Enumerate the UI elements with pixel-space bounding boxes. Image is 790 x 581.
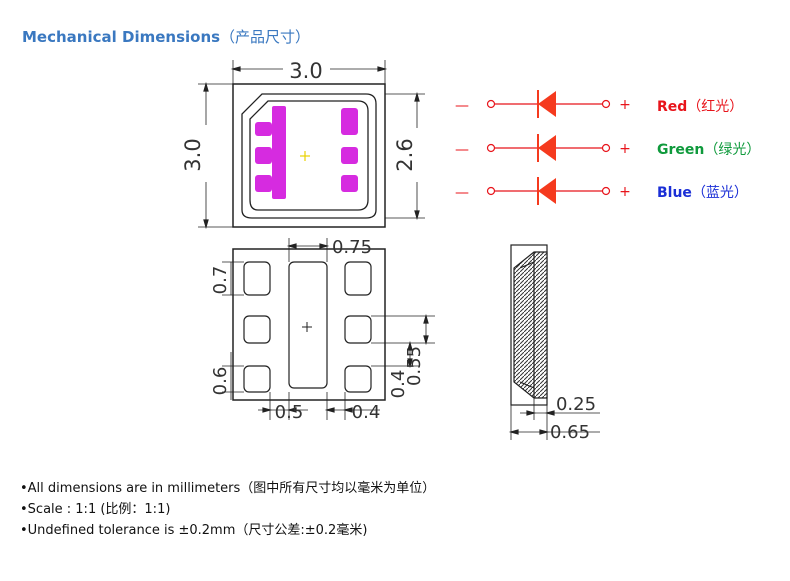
dim-top-height: 3.0 xyxy=(181,138,205,171)
led-label-red: Red（红光） xyxy=(657,96,743,116)
pad-br xyxy=(341,175,358,192)
title-en: Mechanical Dimensions xyxy=(22,28,221,46)
anode-strip xyxy=(272,106,286,199)
led-symbol-blue: — + xyxy=(455,177,631,205)
dim-pad-pitch: 0.55 xyxy=(404,346,425,386)
green-plus: + xyxy=(619,141,631,157)
blue-minus: — xyxy=(455,185,469,201)
dim-pad-center-width: 0.75 xyxy=(332,237,372,258)
notes: •All dimensions are in millimeters（图中所有尺… xyxy=(20,478,435,541)
dim-pad-gap: 0.4 xyxy=(388,370,409,399)
dim-pad-height: 0.7 xyxy=(210,266,231,295)
red-label: Red xyxy=(657,99,688,115)
side-view xyxy=(508,244,600,440)
blue-plus: + xyxy=(619,184,631,200)
green-label-cn: （绿光） xyxy=(704,142,761,158)
led-label-blue: Blue（蓝光） xyxy=(657,182,748,202)
top-view xyxy=(198,60,425,230)
led-symbol-green: — + xyxy=(455,134,631,162)
bottom-view xyxy=(222,238,435,420)
led-label-green: Green（绿光） xyxy=(657,139,760,159)
title-cn: （产品尺寸） xyxy=(220,28,311,46)
note-scale: •Scale : 1:1 (比例：1:1) xyxy=(20,502,171,517)
blue-label: Blue xyxy=(657,185,692,201)
pad-ml xyxy=(255,147,272,164)
green-label: Green xyxy=(657,142,705,158)
red-label-cn: （红光） xyxy=(687,99,744,115)
red-minus: — xyxy=(455,98,469,114)
pad-bl xyxy=(255,175,272,192)
pad-tr xyxy=(341,108,358,135)
dim-side-inner: 0.25 xyxy=(556,394,596,415)
pad-tl xyxy=(255,122,272,136)
dim-side-total: 0.65 xyxy=(550,422,590,443)
top-view-pads xyxy=(255,106,358,199)
blue-label-cn: （蓝光） xyxy=(691,185,748,201)
dim-top-width: 3.0 xyxy=(289,59,322,83)
dim-pad-side-height: 0.6 xyxy=(210,367,231,396)
note-tolerance: •Undefined tolerance is ±0.2mm（尺寸公差:±0.2… xyxy=(20,523,368,538)
red-plus: + xyxy=(619,97,631,113)
dim-lens-height: 2.6 xyxy=(393,138,417,171)
green-minus: — xyxy=(455,142,469,158)
dim-pad-bottom-gap: 0.4 xyxy=(352,402,381,423)
top-center-mark xyxy=(300,151,310,161)
note-units: •All dimensions are in millimeters（图中所有尺… xyxy=(20,481,436,496)
page-title: Mechanical Dimensions（产品尺寸） xyxy=(22,26,310,47)
dim-pad-bottom-width: 0.5 xyxy=(275,402,304,423)
led-symbol-red: — + xyxy=(455,90,631,118)
pad-mr xyxy=(341,147,358,164)
